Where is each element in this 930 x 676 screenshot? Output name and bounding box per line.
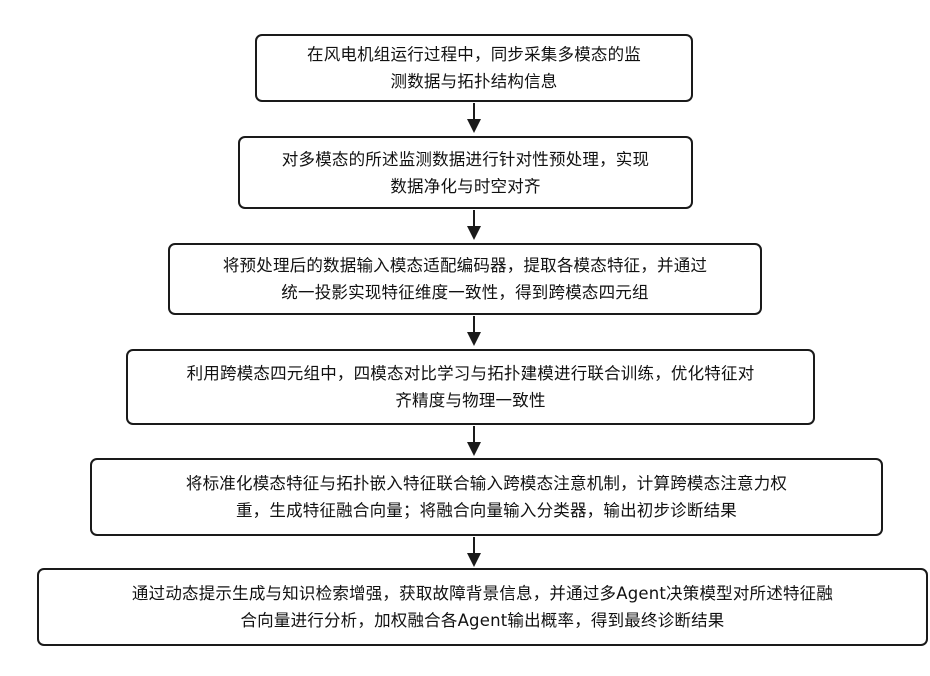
down-arrow-icon — [466, 316, 482, 346]
step-text-1: 在风电机组运行过程中，同步采集多模态的监 测数据与拓扑结构信息 — [307, 41, 641, 95]
step-text-4: 利用跨模态四元组中，四模态对比学习与拓扑建模进行联合训练，优化特征对 齐精度与物… — [187, 360, 755, 414]
down-arrow-icon — [466, 210, 482, 240]
step-text-3: 将预处理后的数据输入模态适配编码器，提取各模态特征，并通过 统一投影实现特征维度… — [223, 252, 707, 306]
step-box-1: 在风电机组运行过程中，同步采集多模态的监 测数据与拓扑结构信息 — [255, 34, 693, 102]
step-text-2: 对多模态的所述监测数据进行针对性预处理，实现 数据净化与时空对齐 — [282, 146, 649, 200]
arrow-svg — [466, 103, 482, 133]
down-arrow-icon — [466, 537, 482, 567]
step-text-6: 通过动态提示生成与知识检索增强，获取故障背景信息，并通过多Agent决策模型对所… — [132, 580, 833, 634]
step-box-5: 将标准化模态特征与拓扑嵌入特征联合输入跨模态注意机制，计算跨模态注意力权 重，生… — [90, 458, 883, 536]
arrow-svg — [466, 210, 482, 240]
step-box-3: 将预处理后的数据输入模态适配编码器，提取各模态特征，并通过 统一投影实现特征维度… — [168, 243, 762, 315]
step-box-2: 对多模态的所述监测数据进行针对性预处理，实现 数据净化与时空对齐 — [238, 136, 693, 209]
arrow-svg — [466, 537, 482, 567]
step-text-5: 将标准化模态特征与拓扑嵌入特征联合输入跨模态注意机制，计算跨模态注意力权 重，生… — [186, 470, 787, 524]
down-arrow-icon — [466, 426, 482, 456]
arrow-svg — [466, 316, 482, 346]
down-arrow-icon — [466, 103, 482, 133]
step-box-6: 通过动态提示生成与知识检索增强，获取故障背景信息，并通过多Agent决策模型对所… — [37, 568, 928, 646]
step-box-4: 利用跨模态四元组中，四模态对比学习与拓扑建模进行联合训练，优化特征对 齐精度与物… — [126, 349, 815, 425]
arrow-svg — [466, 426, 482, 456]
